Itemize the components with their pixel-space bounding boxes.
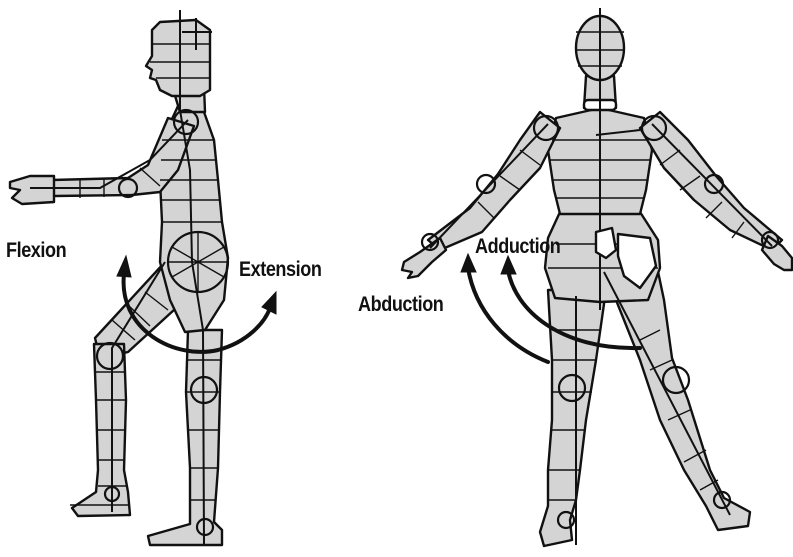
flexion-label: Flexion (6, 240, 66, 261)
side-view-figure (10, 10, 228, 545)
side-standing-leg (148, 330, 222, 545)
front-segment-lines (430, 8, 772, 545)
front-view-figure (402, 8, 792, 546)
front-hip-left (596, 228, 616, 258)
extension-arrowhead (262, 292, 276, 314)
abduction-label: Abduction (358, 294, 443, 315)
front-left-hand (402, 238, 446, 278)
side-hand (10, 176, 54, 204)
abduction-arrowhead (461, 254, 476, 272)
extension-label: Extension (239, 259, 321, 280)
front-right-leg (604, 262, 750, 530)
adduction-arrowhead (501, 256, 516, 274)
flexion-arrowhead (117, 256, 131, 277)
adduction-label: Adduction (475, 236, 560, 257)
